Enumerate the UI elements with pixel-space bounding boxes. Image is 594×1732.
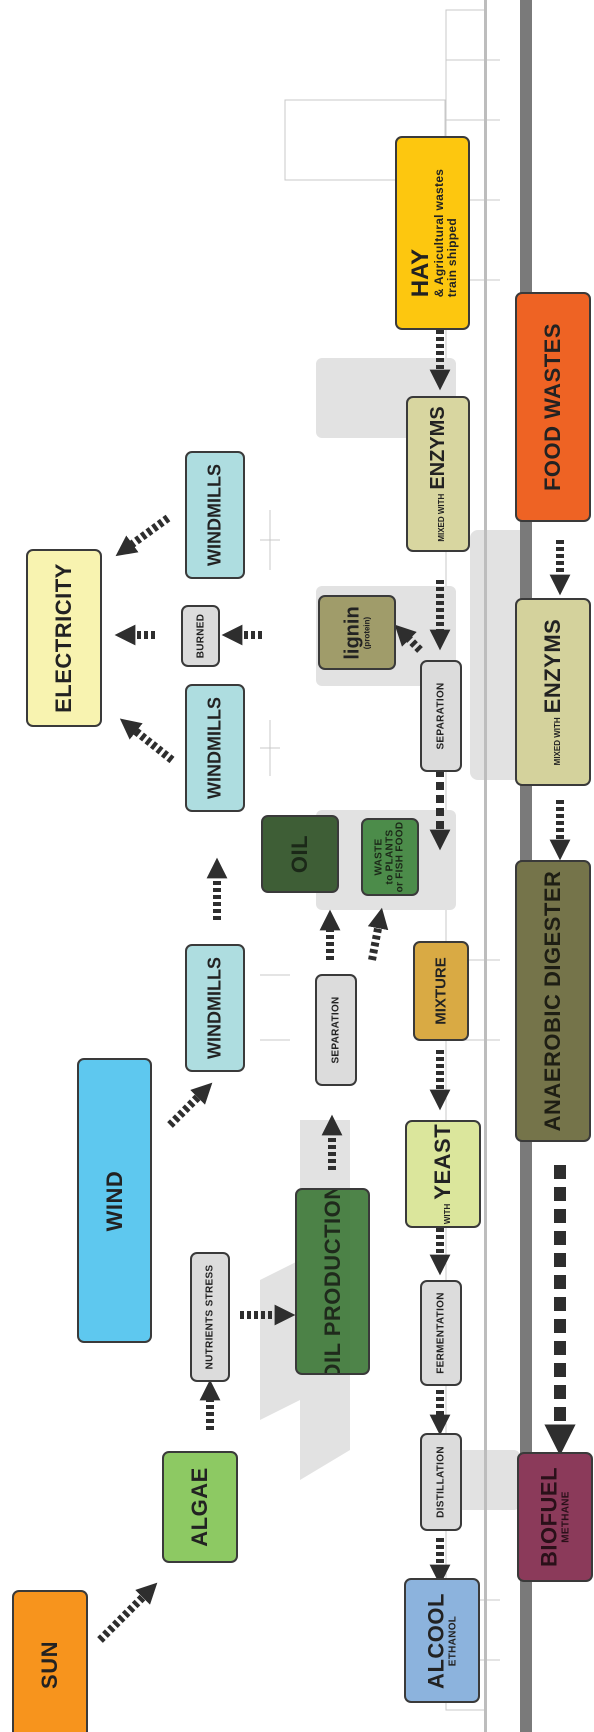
- oil-production-box: OIL PRODUCTION: [295, 1188, 370, 1375]
- waste-fish-label: or FISH FOOD: [394, 821, 406, 893]
- yeast-label-group: WITH YEAST: [430, 1123, 455, 1225]
- hay-label-group: HAY & Agricultural wastes train shipped: [406, 168, 459, 298]
- slab-line: [484, 0, 487, 1732]
- distillation-label: DISTILLATION: [435, 1446, 447, 1518]
- nutrients-stress-label: NUTRIENTS STRESS: [204, 1264, 216, 1370]
- distillation-box: DISTILLATION: [420, 1433, 462, 1531]
- alcool-label: ALCOOL: [423, 1592, 449, 1689]
- windmills-label: WINDMILLS: [204, 697, 225, 799]
- waste-box: WASTE to PLANTS or FISH FOOD: [361, 818, 419, 896]
- lignin-label-group: lignin (protein): [341, 605, 372, 660]
- electricity-box: ELECTRICITY: [26, 549, 102, 727]
- algae-label: ALGAE: [187, 1467, 212, 1547]
- waste-label-group: WASTE to PLANTS or FISH FOOD: [373, 821, 406, 893]
- arrow-separation-waste: [367, 907, 389, 961]
- wind-label: WIND: [101, 1170, 127, 1231]
- windmills-box-mid: WINDMILLS: [185, 684, 245, 812]
- methane-label: METHANE: [560, 1491, 572, 1543]
- burned-label: BURNED: [195, 613, 206, 659]
- windmills-label: WINDMILLS: [204, 464, 225, 566]
- anaerobic-digester-label: ANAEROBIC DIGESTER: [540, 870, 565, 1132]
- mixture-box: MIXTURE: [413, 941, 469, 1041]
- lignin-box: lignin (protein): [318, 595, 396, 670]
- oil-box: OIL: [261, 815, 339, 893]
- enzyms-box-top: MIXED WITH ENZYMS: [406, 396, 470, 552]
- lignin-sublabel: (protein): [362, 616, 372, 649]
- hay-train-label: train shipped: [444, 218, 459, 298]
- fermentation-label: FERMENTATION: [435, 1292, 447, 1374]
- yeast-box: WITH YEAST: [405, 1120, 481, 1228]
- windmills-box-left: WINDMILLS: [185, 451, 245, 579]
- ethanol-label: ETHANOL: [447, 1615, 459, 1666]
- separation-box-lignin: SEPARATION: [420, 660, 462, 772]
- nutrients-stress-box: NUTRIENTS STRESS: [190, 1252, 230, 1382]
- food-wastes-label: FOOD WASTES: [540, 322, 565, 492]
- waste-label: WASTE: [373, 838, 385, 876]
- mixed-with-label: MIXED WITH: [553, 717, 562, 766]
- biofuel-label-group: BIOFUEL METHANE: [536, 1466, 573, 1568]
- hay-agri-label: & Agricultural wastes: [431, 168, 446, 298]
- algae-box: ALGAE: [162, 1451, 238, 1563]
- fermentation-box: FERMENTATION: [420, 1280, 462, 1386]
- sun-box: SUN: [12, 1590, 88, 1732]
- with-label: WITH: [443, 1203, 452, 1225]
- arrow-sun-algae: [97, 1582, 158, 1643]
- electricity-label: ELECTRICITY: [51, 563, 76, 713]
- mixture-label: MIXTURE: [432, 957, 450, 1025]
- arrow-separation-lignin: [394, 624, 423, 653]
- windmills-label: WINDMILLS: [204, 957, 225, 1059]
- separation-box-oil: SEPARATION: [315, 974, 357, 1086]
- biofuel-label: BIOFUEL: [536, 1466, 562, 1568]
- windmills-box-right: WINDMILLS: [185, 944, 245, 1072]
- sun-label: SUN: [37, 1641, 62, 1689]
- alcool-label-group: ALCOOL ETHANOL: [423, 1592, 460, 1689]
- separation-label: SEPARATION: [330, 996, 342, 1064]
- enzyms-box-bottom: MIXED WITH ENZYMS: [515, 598, 591, 786]
- burned-box: BURNED: [181, 605, 220, 667]
- arrow-wind-windmills: [167, 1082, 213, 1128]
- wind-box: WIND: [77, 1058, 152, 1343]
- biofuel-box: BIOFUEL METHANE: [517, 1452, 593, 1582]
- food-wastes-box: FOOD WASTES: [515, 292, 591, 522]
- separation-label: SEPARATION: [435, 682, 447, 750]
- enzyms-label: ENZYMS: [540, 618, 565, 714]
- anaerobic-digester-box: ANAEROBIC DIGESTER: [515, 860, 591, 1142]
- enzyms-label-group: MIXED WITH ENZYMS: [540, 618, 565, 766]
- oil-label: OIL: [287, 834, 312, 874]
- lignin-label: lignin: [341, 605, 364, 660]
- enzyms-label-group: MIXED WITH ENZYMS: [427, 406, 449, 542]
- hay-label: HAY: [406, 248, 434, 298]
- mixed-with-label: MIXED WITH: [437, 493, 446, 542]
- arrow-windmills2-electricity: [115, 514, 171, 557]
- oil-production-label: OIL PRODUCTION: [319, 1188, 345, 1375]
- alcool-box: ALCOOL ETHANOL: [404, 1578, 480, 1703]
- enzyms-label: ENZYMS: [427, 406, 449, 490]
- hay-box: HAY & Agricultural wastes train shipped: [395, 136, 470, 330]
- arrow-windmills-electricity: [119, 718, 175, 764]
- yeast-label: YEAST: [430, 1123, 455, 1200]
